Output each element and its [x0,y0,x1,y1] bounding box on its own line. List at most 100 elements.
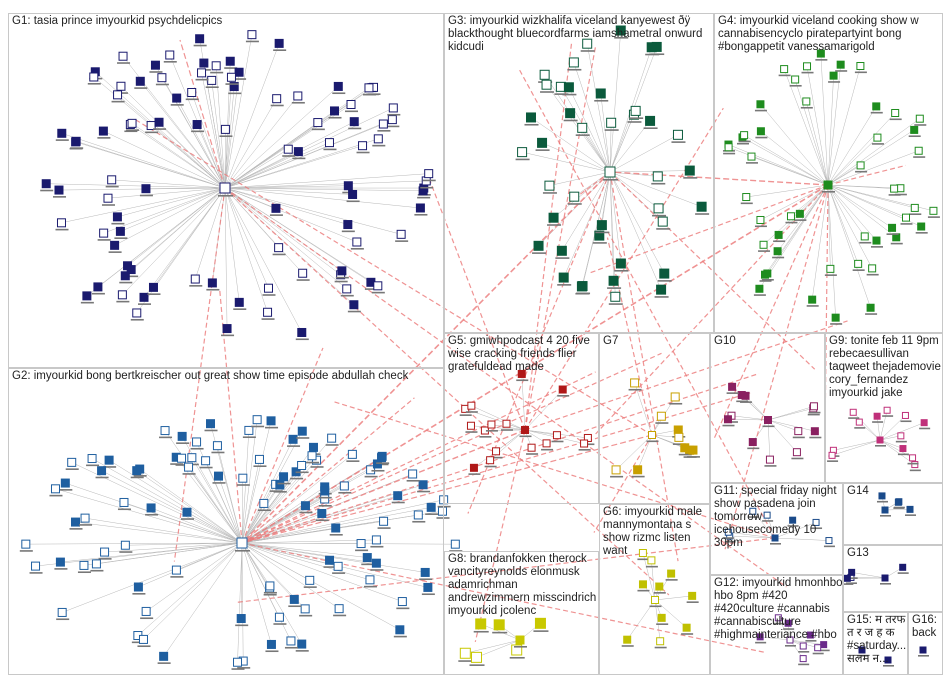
vertex[interactable] [870,102,883,114]
vertex[interactable] [393,625,407,638]
vertex[interactable] [791,448,804,460]
vertex[interactable] [681,623,694,635]
vertex[interactable] [594,88,609,102]
vertex[interactable] [132,582,146,595]
vertex[interactable] [139,184,153,197]
vertex[interactable] [295,639,309,652]
vertex[interactable] [484,456,497,468]
vertex[interactable] [140,606,154,620]
vertex[interactable] [897,445,909,456]
vertex[interactable] [801,62,814,74]
vertex[interactable] [492,619,508,634]
vertex[interactable] [191,120,205,133]
vertex[interactable] [370,535,384,548]
vertex[interactable] [723,143,736,155]
vertex[interactable] [288,594,302,608]
vertex[interactable] [236,473,250,486]
vertex[interactable] [295,460,309,474]
vertex[interactable] [49,484,63,497]
vertex[interactable] [221,324,235,337]
vertex[interactable] [261,307,275,320]
group-box-g16[interactable]: G16: back [908,612,943,675]
vertex[interactable] [306,451,320,464]
vertex[interactable] [866,264,879,276]
vertex[interactable] [157,651,171,664]
vertex[interactable] [117,51,131,64]
vertex[interactable] [726,382,739,394]
vertex[interactable] [425,502,439,515]
vertex[interactable] [262,283,276,296]
vertex[interactable] [386,115,400,128]
vertex[interactable] [914,114,927,126]
vertex[interactable] [315,508,329,522]
vertex[interactable] [889,108,902,121]
vertex[interactable] [335,266,349,279]
vertex[interactable] [206,278,220,291]
vertex[interactable] [370,558,384,571]
vertex[interactable] [29,561,43,574]
vertex[interactable] [345,100,359,113]
group-box-g12[interactable]: G11: special friday night show pasadena … [710,483,843,575]
vertex[interactable] [195,68,209,81]
vertex[interactable] [465,401,478,413]
vertex[interactable] [614,25,629,39]
vertex[interactable] [396,597,410,610]
vertex[interactable] [865,303,878,315]
vertex[interactable] [516,369,529,382]
vertex[interactable] [812,644,824,655]
vertex[interactable] [575,122,590,136]
vertex[interactable] [211,441,225,454]
vertex[interactable] [117,497,131,511]
vertex[interactable] [362,83,376,96]
vertex[interactable] [800,97,813,109]
vertex[interactable] [170,565,184,578]
vertex[interactable] [299,501,313,514]
vertex[interactable] [651,171,666,185]
vertex[interactable] [52,185,66,198]
vertex[interactable] [888,184,901,196]
vertex[interactable] [149,60,163,73]
vertex[interactable] [332,81,346,95]
hub-vertex[interactable] [514,635,527,648]
vertex[interactable] [722,415,735,427]
vertex[interactable] [332,561,346,574]
hub-vertex[interactable] [235,537,250,552]
vertex[interactable] [798,655,810,666]
vertex[interactable] [886,223,899,235]
vertex[interactable] [364,465,378,478]
vertex[interactable] [116,290,130,303]
vertex[interactable] [265,416,279,429]
vertex[interactable] [406,469,420,482]
vertex[interactable] [346,449,360,462]
vertex[interactable] [827,451,839,462]
vertex[interactable] [329,523,343,536]
vertex[interactable] [918,646,929,657]
vertex[interactable] [738,131,751,143]
vertex[interactable] [108,240,122,253]
vertex[interactable] [541,439,554,451]
vertex[interactable] [371,281,385,294]
vertex[interactable] [695,201,710,215]
vertex[interactable] [414,203,428,216]
vertex[interactable] [490,447,503,459]
vertex[interactable] [105,175,119,188]
vertex[interactable] [665,569,678,581]
vertex[interactable] [773,614,785,625]
vertex[interactable] [654,284,669,298]
vertex[interactable] [783,619,795,630]
group-box-g3[interactable]: G3: imyourkid wizkhalifa viceland kanyew… [444,13,714,333]
vertex[interactable] [130,308,144,321]
vertex[interactable] [524,112,539,126]
hub-vertex[interactable] [649,596,662,608]
group-box-g15[interactable]: G15: म तरफ त र ज ह क #saturday... सलम न.… [843,612,908,675]
vertex[interactable] [153,117,167,130]
vertex[interactable] [637,580,650,592]
vertex[interactable] [272,243,286,256]
vertex[interactable] [563,108,578,122]
vertex[interactable] [80,291,94,304]
vertex[interactable] [91,282,105,295]
vertex[interactable] [417,480,431,493]
vertex[interactable] [762,511,774,522]
vertex[interactable] [500,419,513,431]
vertex[interactable] [233,67,247,80]
